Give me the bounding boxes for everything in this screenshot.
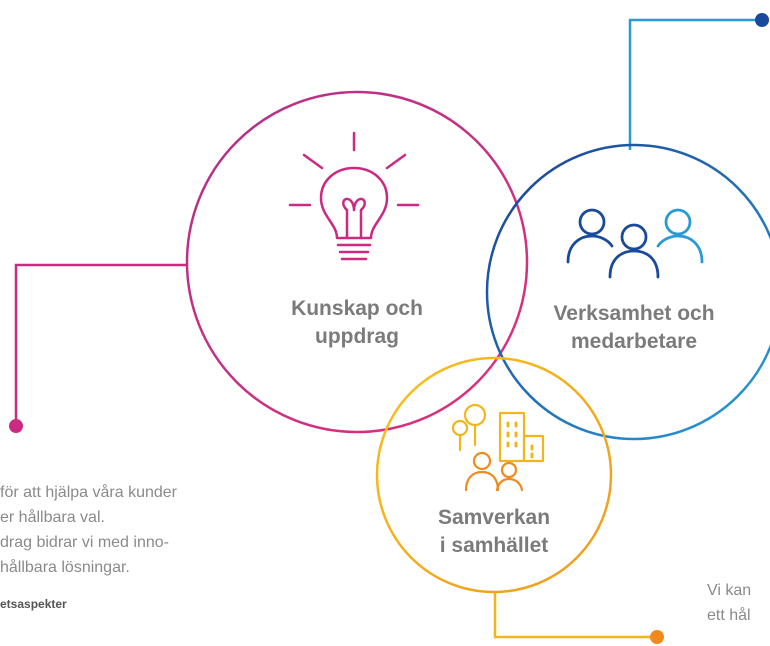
- society-label-line2: i samhället: [439, 534, 549, 557]
- knowledge-label-line2: uppdrag: [315, 325, 399, 348]
- lightbulb-icon: [288, 131, 420, 261]
- operations-label-line1: Verksamhet och: [553, 302, 715, 325]
- society-label-line1: Samverkan: [437, 506, 551, 529]
- left-description-line4: hållbara lösningar.: [0, 559, 130, 576]
- right-description-line1: Vi kan: [707, 582, 752, 599]
- knowledge-circle: [185, 90, 529, 434]
- connector-dot-society: [650, 630, 664, 644]
- operations-label: Verksamhet och medarbetare: [529, 300, 739, 356]
- right-description: Vi kan ett hål: [707, 578, 751, 628]
- left-caption: etsaspekter: [0, 597, 67, 611]
- city-people-icon: [451, 403, 545, 492]
- society-circle: [375, 356, 613, 594]
- connector-dot-knowledge: [9, 419, 23, 433]
- knowledge-label-line1: Kunskap och: [291, 297, 423, 320]
- knowledge-label: Kunskap och uppdrag: [257, 295, 457, 351]
- connector-dot-operations: [755, 13, 769, 27]
- operations-label-line2: medarbetare: [570, 330, 698, 353]
- left-description-line2: er hållbara val.: [0, 509, 105, 526]
- left-description-line3: drag bidrar vi med inno-: [0, 534, 169, 551]
- left-description: för att hjälpa våra kunder er hållbara v…: [0, 480, 177, 580]
- connector-line-operations: [628, 18, 760, 150]
- society-label: Samverkan i samhället: [409, 504, 579, 560]
- right-description-line2: ett hål: [707, 607, 751, 624]
- operations-circle: [485, 143, 770, 441]
- connector-line-knowledge: [14, 263, 188, 425]
- left-description-line1: för att hjälpa våra kunder: [0, 484, 177, 501]
- connector-line-society: [493, 592, 655, 639]
- people-group-icon: [566, 208, 704, 279]
